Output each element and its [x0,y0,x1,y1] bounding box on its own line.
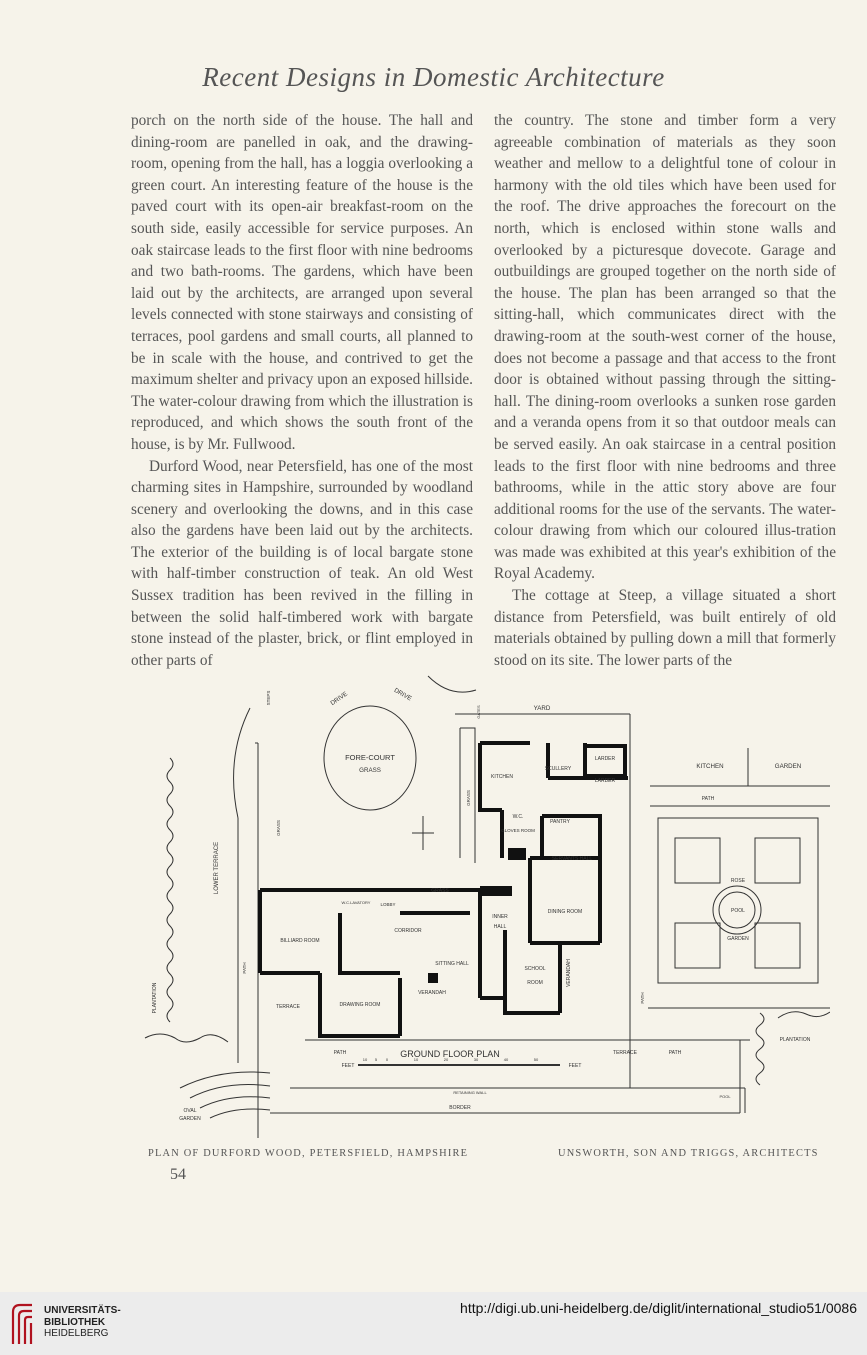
label-path: PATH [669,1050,682,1056]
label-terrace: TERRACE [613,1050,638,1056]
label-verandah: VERANDAH [566,959,572,987]
plantation-scribble-right [755,1012,765,1086]
label-school-room: ROOM [527,980,543,986]
scale-tick: 10 [363,1057,368,1062]
label-terrace: TERRACE [276,1004,301,1010]
label-path: PATH [702,796,715,802]
label-retaining-wall: RETAINING WALL [453,1090,487,1095]
label-pantry: PANTRY [550,819,570,825]
library-name[interactable]: UNIVERSITÄTS- BIBLIOTHEK HEIDELBERG [44,1305,121,1340]
pool-circle [712,885,762,935]
label-pool: POOL [731,908,745,914]
larder-block [583,744,627,778]
scale-tick: 20 [444,1057,449,1062]
ground-floor-plan: DRIVE DRIVE YARD FORE-COURT GRASS LARDER… [144,675,830,1138]
library-name-line: UNIVERSITÄTS- [44,1305,121,1316]
label-lobby: LOBBY [380,902,395,907]
label-oval-garden: OVAL [184,1108,197,1114]
viewer-footer [0,1292,867,1355]
scale-bar: 10 5 0 10 20 30 40 50 [358,1057,560,1066]
label-lower-terrace: LOWER TERRACE [214,842,220,894]
label-grass: GRASS [466,790,471,806]
label-border: BORDER [449,1105,471,1111]
label-drawing-room: DRAWING ROOM [340,1002,381,1008]
label-feet: FEET [569,1063,582,1069]
paragraph: Durford Wood, near Petersfield, has one … [131,457,473,669]
page-number: 54 [170,1166,186,1183]
forecourt-grass-oval [323,705,417,811]
label-servants-hall: SERVANTS HALL [552,856,593,862]
running-head: Recent Designs in Domestic Architecture [202,62,665,92]
stair-block [508,848,526,860]
paragraph: The cottage at Steep, a village situated… [494,587,836,669]
label-kitchen-garden: KITCHEN [696,763,723,770]
drive-curve-left [233,707,251,819]
label-steps: STEPS [266,691,271,706]
paragraph: the country. The stone and timber form a… [494,112,836,583]
label-plantation: PLANTATION [780,1037,811,1043]
label-plantation: PLANTATION [152,982,158,1013]
label-path: PATH [242,962,247,973]
label-wc: W.C. [513,814,524,820]
scale-tick: 30 [474,1057,479,1062]
scale-tick: 0 [386,1057,389,1062]
scale-tick: 10 [414,1057,419,1062]
figure-caption: PLAN OF DURFORD WOOD, PETERSFIELD, HAMPS… [148,1148,469,1159]
label-rose: ROSE [731,878,746,884]
label-billiard-room: BILLIARD ROOM [280,938,319,944]
servants-hall-walls [540,814,602,858]
drive-curve-right [427,675,477,693]
oval-garden-arcs [179,1071,271,1119]
source-url-link[interactable]: http://digi.ub.uni-heidelberg.de/diglit/… [460,1300,857,1316]
label-drive: DRIVE [393,687,413,703]
label-path: PATH [334,1050,347,1056]
label-pool: POOL [719,1094,731,1099]
label-larder: LARDER [595,778,616,784]
label-grass: GRASS [276,820,281,836]
label-gloves-room: GLOVES ROOM [501,828,535,833]
main-house-walls [258,856,602,1038]
library-logo-icon[interactable] [10,1302,36,1346]
scale-tick: 50 [534,1057,539,1062]
label-school-room: SCHOOL [524,966,545,972]
library-name-line: BIBLIOTHEK [44,1316,106,1328]
scale-tick: 40 [504,1057,509,1062]
label-dining-room: DINING ROOM [548,909,582,915]
label-oval-garden: GARDEN [179,1116,201,1122]
scale-tick: 5 [375,1057,378,1062]
plantation-scribble-left [166,757,174,1023]
label-sitting-hall: SITTING HALL [435,961,469,967]
label-larder: LARDER [595,756,616,762]
label-verandah: VERANDAH [418,990,446,996]
label-garden: GARDEN [727,936,749,942]
label-corridor: CORRIDOR [394,928,422,934]
paragraph: porch on the north side of the house. Th… [131,112,473,453]
label-scullery: SCULLERY [545,766,572,772]
library-name-line: HEIDELBERG [44,1328,109,1339]
label-inner-hall: HALL [494,924,507,930]
label-drive: DRIVE [329,690,349,707]
label-ground-floor-plan: GROUND FLOOR PLAN [400,1049,500,1059]
book-page: Recent Designs in Domestic Architecture … [131,62,836,1183]
architect-credit: UNSWORTH, SON AND TRIGGS, ARCHITECTS [558,1148,819,1159]
label-grass: GRASS [359,767,381,774]
label-inner-hall: INNER [492,914,508,920]
label-grass: GRASS [431,888,449,894]
label-feet: FEET [342,1063,355,1069]
text-column-left: porch on the north side of the house. Th… [131,110,473,671]
text-column-right: the country. The stone and timber form a… [494,110,836,671]
label-gates: GATES [476,705,481,719]
label-kitchen-garden: GARDEN [775,763,801,770]
label-kitchen: KITCHEN [491,774,513,780]
label-forecourt: FORE-COURT [345,753,395,762]
terrace-wall [270,1039,750,1114]
label-path: PATH [640,992,645,1003]
rose-garden [657,817,819,984]
label-yard: YARD [534,705,551,712]
forecourt-wall [255,727,476,1138]
label-wc-lavatory: W.C.LAVATORY [342,900,371,905]
